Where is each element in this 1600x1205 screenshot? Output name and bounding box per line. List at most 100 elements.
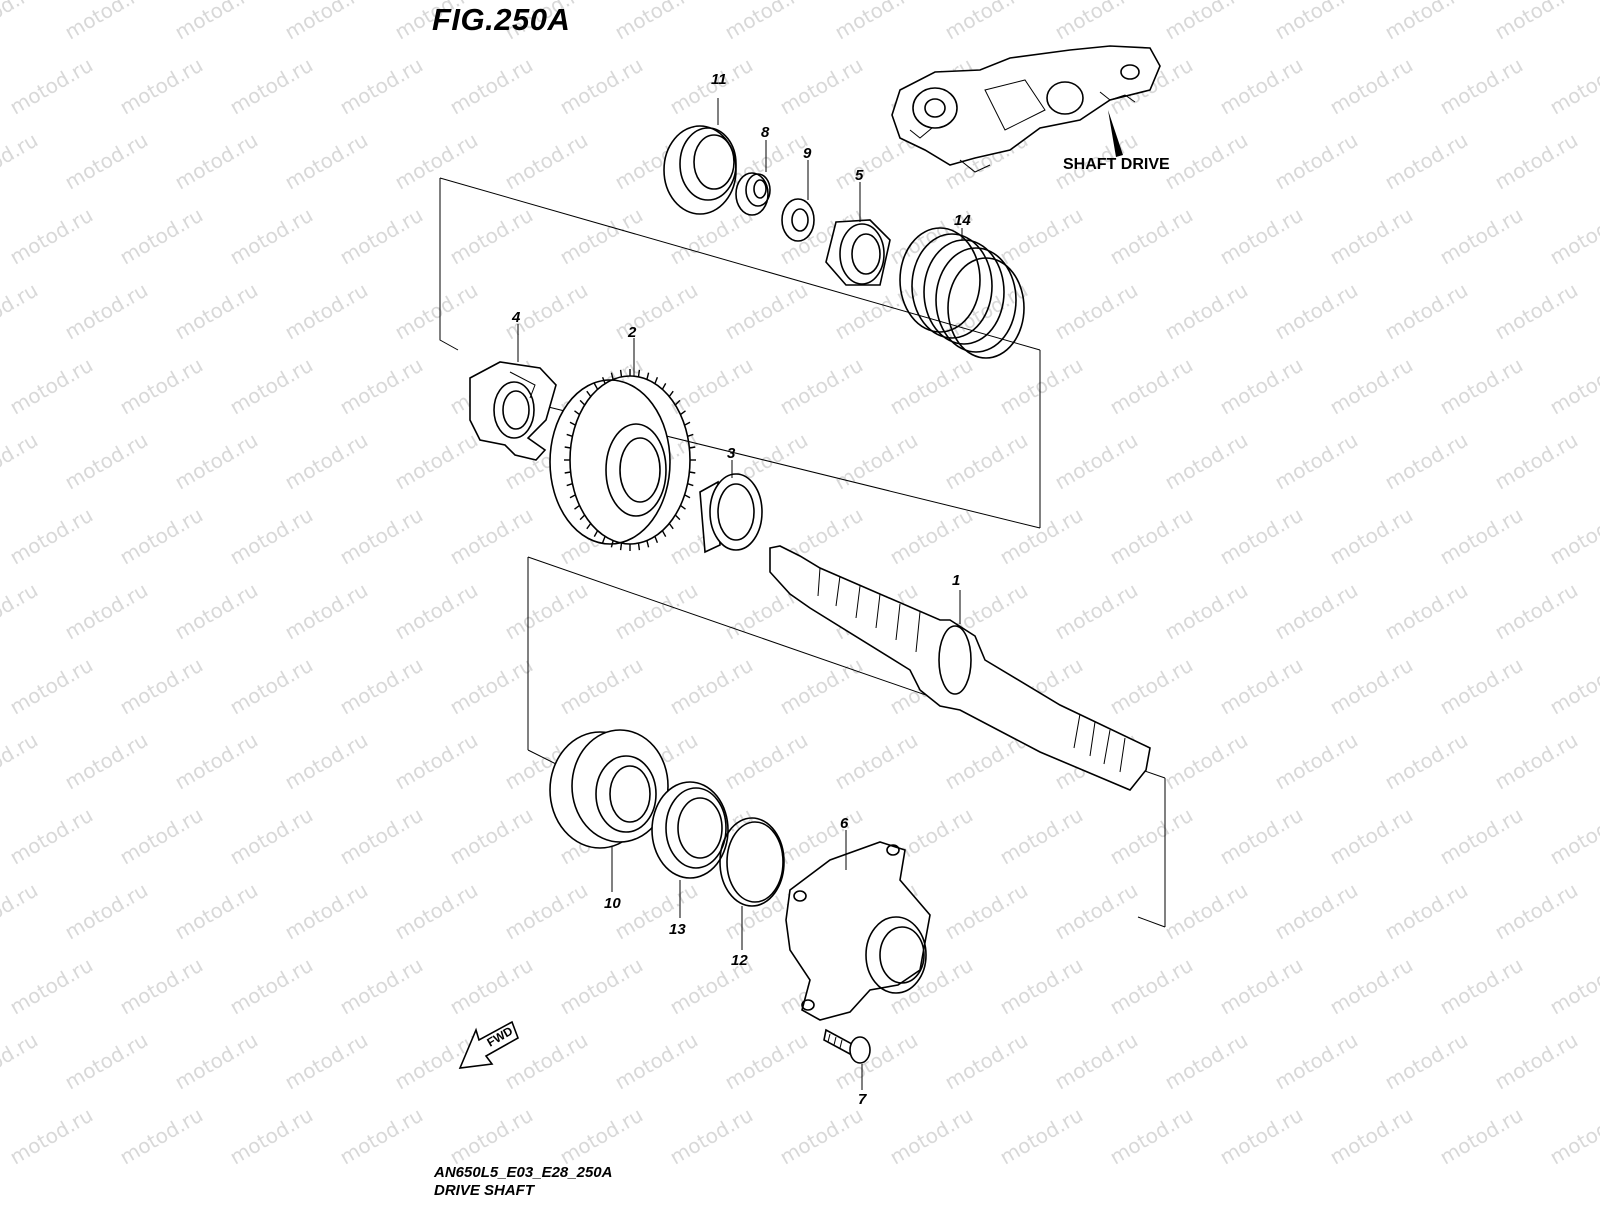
figure-title: FIG.250A bbox=[432, 2, 570, 38]
gear-tooth bbox=[647, 541, 649, 548]
watermark-text: motod.ru bbox=[281, 878, 372, 945]
watermark-text: motod.ru bbox=[0, 1028, 42, 1095]
callout-11: 11 bbox=[711, 71, 727, 88]
watermark-text: motod.ru bbox=[941, 878, 1032, 945]
callout-8: 8 bbox=[761, 124, 770, 141]
watermark-text: motod.ru bbox=[1216, 1103, 1307, 1170]
gear-tooth bbox=[621, 543, 622, 550]
watermark-text: motod.ru bbox=[1216, 653, 1307, 720]
watermark-text: motod.ru bbox=[391, 128, 482, 195]
watermark-text: motod.ru bbox=[1106, 503, 1197, 570]
watermark-text: motod.ru bbox=[1161, 1028, 1252, 1095]
watermark-text: motod.ru bbox=[446, 1103, 537, 1170]
gear-tooth bbox=[655, 536, 658, 542]
watermark-text: motod.ru bbox=[1436, 953, 1527, 1020]
watermark-text: motod.ru bbox=[0, 128, 42, 195]
watermark-text: motod.ru bbox=[116, 53, 207, 120]
watermark-text: motod.ru bbox=[61, 0, 152, 44]
watermark-text: motod.ru bbox=[226, 803, 317, 870]
watermark-text: motod.ru bbox=[336, 953, 427, 1020]
gear-tooth bbox=[655, 377, 658, 383]
watermark-text: motod.ru bbox=[61, 428, 152, 495]
gear-tooth bbox=[565, 447, 571, 448]
callout-13: 13 bbox=[669, 921, 686, 938]
watermark-text: motod.ru bbox=[1436, 1103, 1527, 1170]
gear-tooth bbox=[647, 373, 649, 380]
watermark-text: motod.ru bbox=[1216, 953, 1307, 1020]
watermark-text: motod.ru bbox=[556, 203, 647, 270]
watermark-text: motod.ru bbox=[226, 53, 317, 120]
watermark-text: motod.ru bbox=[721, 728, 812, 795]
watermark-text: motod.ru bbox=[1491, 578, 1582, 645]
watermark-text: motod.ru bbox=[226, 503, 317, 570]
gear-tooth bbox=[685, 495, 690, 498]
watermark-text: motod.ru bbox=[776, 53, 867, 120]
watermark-text: motod.ru bbox=[1326, 1103, 1417, 1170]
watermark-text: motod.ru bbox=[391, 728, 482, 795]
watermark-text: motod.ru bbox=[226, 1103, 317, 1170]
watermark-text: motod.ru bbox=[226, 953, 317, 1020]
watermark-text: motod.ru bbox=[6, 203, 97, 270]
watermark-text: motod.ru bbox=[1271, 128, 1362, 195]
watermark-text: motod.ru bbox=[1051, 1028, 1142, 1095]
watermark-text: motod.ru bbox=[281, 728, 372, 795]
gear-tooth bbox=[662, 383, 665, 389]
watermark-text: motod.ru bbox=[61, 1028, 152, 1095]
watermark-text: motod.ru bbox=[116, 653, 207, 720]
part-9-washer bbox=[782, 160, 814, 241]
watermark-text: motod.ru bbox=[721, 1028, 812, 1095]
watermark-text: motod.ru bbox=[721, 278, 812, 345]
callout-12: 12 bbox=[731, 952, 748, 969]
watermark-text: motod.ru bbox=[1271, 278, 1362, 345]
watermark-text: motod.ru bbox=[996, 953, 1087, 1020]
watermark-text: motod.ru bbox=[1051, 428, 1142, 495]
watermark-text: motod.ru bbox=[1106, 353, 1197, 420]
watermark-text: motod.ru bbox=[1546, 1103, 1600, 1170]
watermark-text: motod.ru bbox=[446, 803, 537, 870]
watermark-text: motod.ru bbox=[1381, 728, 1472, 795]
watermark-text: motod.ru bbox=[941, 0, 1032, 44]
watermark-text: motod.ru bbox=[1436, 653, 1527, 720]
watermark-text: motod.ru bbox=[336, 53, 427, 120]
watermark-text: motod.ru bbox=[6, 653, 97, 720]
watermark-text: motod.ru bbox=[1161, 278, 1252, 345]
watermark-text: motod.ru bbox=[1326, 353, 1417, 420]
watermark-text: motod.ru bbox=[0, 428, 42, 495]
watermark-text: motod.ru bbox=[336, 353, 427, 420]
watermark-text: motod.ru bbox=[446, 53, 537, 120]
watermark-text: motod.ru bbox=[611, 878, 702, 945]
watermark-text: motod.ru bbox=[1271, 0, 1362, 44]
watermark-text: motod.ru bbox=[666, 1103, 757, 1170]
watermark-text: motod.ru bbox=[1491, 0, 1582, 44]
watermark-text: motod.ru bbox=[776, 653, 867, 720]
watermark-text: motod.ru bbox=[1271, 728, 1362, 795]
watermark-text: motod.ru bbox=[776, 353, 867, 420]
watermark-text: motod.ru bbox=[831, 728, 922, 795]
watermark-text: motod.ru bbox=[1161, 0, 1252, 44]
watermark-text: motod.ru bbox=[446, 503, 537, 570]
callout-2: 2 bbox=[627, 324, 637, 341]
watermark-text: motod.ru bbox=[171, 578, 262, 645]
watermark-text: motod.ru bbox=[941, 428, 1032, 495]
watermark-text: motod.ru bbox=[501, 878, 592, 945]
watermark-text: motod.ru bbox=[666, 653, 757, 720]
watermark-text: motod.ru bbox=[61, 578, 152, 645]
watermark-text: motod.ru bbox=[666, 353, 757, 420]
watermark-text: motod.ru bbox=[171, 1028, 262, 1095]
watermark-text: motod.ru bbox=[886, 1103, 977, 1170]
watermark-text: motod.ru bbox=[0, 878, 42, 945]
watermark-text: motod.ru bbox=[1271, 1028, 1362, 1095]
part-4-coupling bbox=[470, 324, 556, 460]
watermark-text: motod.ru bbox=[1436, 353, 1527, 420]
watermark-text: motod.ru bbox=[1436, 53, 1527, 120]
watermark-text: motod.ru bbox=[886, 353, 977, 420]
watermark-text: motod.ru bbox=[1326, 953, 1417, 1020]
watermark-text: motod.ru bbox=[61, 878, 152, 945]
watermark-text: motod.ru bbox=[116, 953, 207, 1020]
watermark-text: motod.ru bbox=[6, 953, 97, 1020]
watermark-text: motod.ru bbox=[1216, 803, 1307, 870]
watermark-text: motod.ru bbox=[1546, 53, 1600, 120]
callout-14: 14 bbox=[954, 212, 971, 229]
watermark-text: motod.ru bbox=[171, 128, 262, 195]
watermark-text: motod.ru bbox=[61, 278, 152, 345]
